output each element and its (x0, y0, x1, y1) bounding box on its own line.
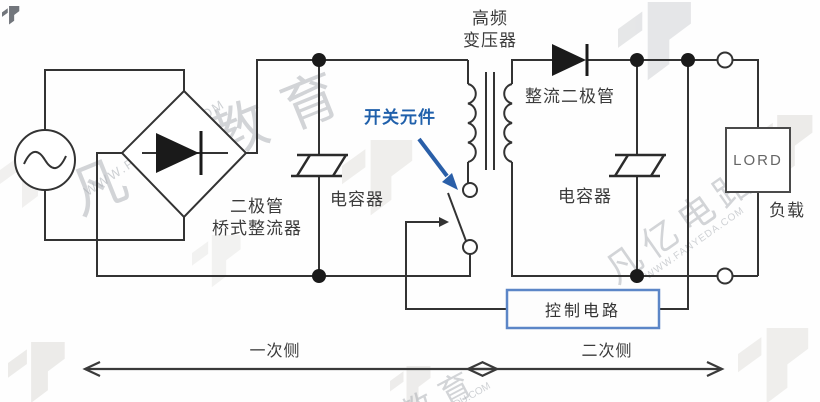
wire-control-to-switch (405, 221, 507, 310)
rectifier-diode-label: 整流二极管 (525, 87, 615, 106)
capacitor-left-symbol (291, 153, 348, 178)
sine-wave-icon (23, 151, 67, 169)
secondary-winding (503, 83, 513, 163)
ac-source-symbol (14, 129, 76, 191)
wire-feedback-sense (660, 60, 689, 310)
load-label: 负载 (769, 201, 805, 220)
bridge-label-line2: 桥式整流器 (212, 219, 302, 238)
rectifier-diode-symbol (552, 44, 589, 76)
control-circuit-box (505, 288, 661, 330)
bridge-diode-icon (156, 133, 199, 173)
wire-secondary-bottom-rail (511, 162, 758, 277)
primary-winding (467, 83, 477, 163)
capacitor-right-label: 电容器 (558, 187, 612, 206)
switch-pointer-arrow-icon (417, 137, 458, 190)
wire-secondary-top-lead (511, 59, 552, 84)
primary-span-arrow (82, 361, 500, 377)
bridge-rectifier-symbol (120, 89, 248, 219)
bridge-label-line1: 二极管 (230, 197, 284, 216)
transformer-symbol (467, 72, 513, 170)
wire-bridge-neg-to-ground-rail (96, 152, 471, 277)
transformer-label-line2: 变压器 (463, 31, 517, 50)
output-terminal-negative (716, 267, 734, 285)
load-box (725, 127, 791, 193)
wire-ac-to-bridge-bottom (44, 190, 185, 241)
secondary-span-arrow (465, 361, 725, 377)
junction-dots (312, 53, 695, 283)
control-circuit-text: 控制电路 (544, 303, 621, 320)
bridge-rectifier-label: 二极管 桥式整流器 (196, 196, 318, 240)
wire-ac-to-bridge-top (44, 69, 185, 130)
capacitor-right-symbol (609, 153, 666, 178)
control-drive-arrowhead (439, 217, 449, 227)
primary-side-label: 一次侧 (249, 343, 301, 360)
secondary-side-label: 二次侧 (581, 343, 633, 360)
transformer-label-line1: 高频 (472, 9, 508, 28)
output-terminal-positive (716, 51, 734, 69)
switch-element-label: 开关元件 (364, 108, 436, 127)
output-terminals (716, 51, 734, 285)
capacitor-left-label: 电容器 (330, 190, 384, 209)
wire-bridge-pos-to-top-rail (246, 59, 468, 154)
load-box-text: LORD (733, 151, 783, 169)
transformer-label: 高频 变压器 (450, 8, 530, 52)
switch-symbol (439, 182, 478, 255)
